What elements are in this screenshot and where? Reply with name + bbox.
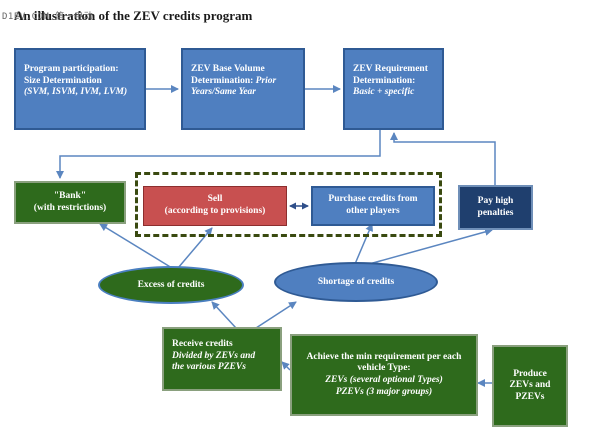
arrow-requirement-to-bank	[56, 130, 381, 179]
pay-penalties-box: Pay high penalties	[458, 185, 533, 230]
shortage-credits-ellipse: Shortage of credits	[274, 262, 438, 302]
produce-line-3: PZEVs	[515, 391, 545, 402]
receive-line-3: the various PZEVs	[172, 362, 246, 373]
arrow-receive-to-shortage	[255, 301, 297, 329]
requirement-line-1: ZEV Requirement	[353, 64, 428, 74]
arrow-penalties-to-requirement	[390, 132, 496, 185]
base-line-3: Years/Same Year	[191, 87, 257, 98]
zev-base-volume-box: ZEV Base Volume Determination: Prior Yea…	[181, 48, 305, 130]
achieve-line-2: vehicle Type:	[357, 363, 411, 374]
market-trade-group	[135, 172, 442, 237]
program-line-3: (SVM, ISVM, IVM, LVM)	[24, 87, 128, 98]
achieve-line-3: ZEVs (several optional Types)	[325, 375, 443, 385]
diagram-title: An illustration of the ZEV credits progr…	[14, 8, 253, 23]
bank-line-2: (with restrictions)	[33, 202, 107, 213]
purchase-line-2: other players	[346, 206, 400, 216]
arrow-achieve-to-receive	[281, 361, 291, 371]
base-line-2-italic: Prior	[255, 75, 277, 86]
watermark-text: D1EV.COM 第一电动	[2, 12, 94, 22]
base-line-1: ZEV Base Volume	[191, 64, 265, 74]
purchase-credits-box: Purchase credits from other players	[311, 186, 435, 226]
receive-line-2: Divided by ZEVs and	[172, 350, 256, 361]
bank-line-1: "Bank"	[53, 190, 87, 201]
requirement-line-3: Basic + specific	[353, 87, 415, 98]
excess-credits-ellipse: Excess of credits	[98, 266, 244, 304]
program-line-2: Size Determination	[24, 75, 102, 86]
achieve-line-1: Achieve the min requirement per each	[306, 351, 462, 362]
program-line-1: Program participation:	[24, 64, 119, 74]
purchase-line-1: Purchase credits from	[328, 194, 418, 205]
produce-zevs-box: Produce ZEVs and PZEVs	[492, 345, 568, 427]
sell-box: Sell (according to provisions)	[143, 186, 287, 226]
sell-line-2: (according to provisions)	[164, 206, 266, 216]
program-participation-box: Program participation: Size Determinatio…	[14, 48, 146, 130]
arrow-receive-to-excess	[211, 301, 237, 329]
achieve-requirement-box: Achieve the min requirement per each veh…	[290, 334, 478, 416]
arrow-excess-to-bank	[99, 223, 173, 269]
receive-line-1: Receive credits	[172, 339, 233, 349]
produce-line-1: Produce	[513, 368, 547, 379]
sell-line-1: Sell	[207, 194, 223, 205]
receive-credits-box: Receive credits Divided by ZEVs and the …	[162, 327, 282, 391]
achieve-line-4: PZEVs (3 major groups)	[335, 386, 433, 397]
penalties-line-2: penalties	[477, 207, 514, 218]
bank-box: "Bank" (with restrictions)	[14, 181, 126, 224]
arrow-shortage-to-penalties	[361, 228, 493, 267]
base-line-2: Determination:	[191, 75, 254, 86]
arrow-shortage-to-purchase	[354, 223, 373, 265]
penalties-line-1: Pay high	[477, 195, 514, 206]
zev-requirement-box: ZEV Requirement Determination: Basic + s…	[343, 48, 444, 130]
requirement-line-2: Determination:	[353, 75, 416, 86]
produce-line-2: ZEVs and	[509, 380, 551, 391]
